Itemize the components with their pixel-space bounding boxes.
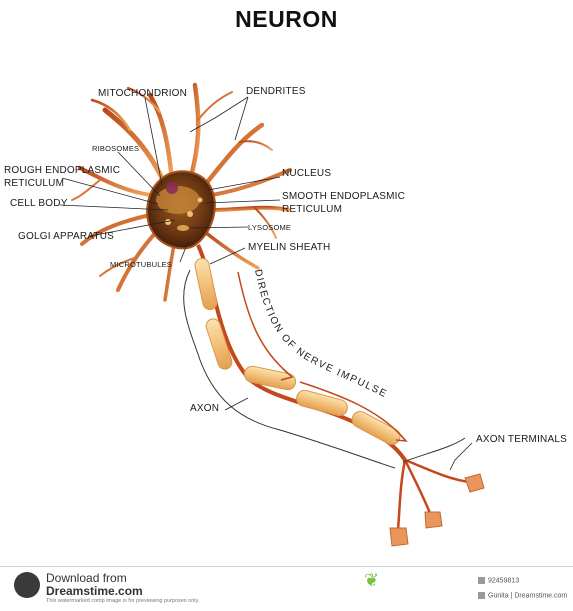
download-icon bbox=[14, 572, 40, 598]
page-title: NEURON bbox=[235, 6, 338, 32]
neuron-diagram: DIRECTION OF NERVE IMPULSE bbox=[59, 82, 485, 547]
smooth-er-label-line2: RETICULUM bbox=[282, 204, 343, 215]
myelin-segments bbox=[194, 257, 401, 445]
cell-body bbox=[146, 170, 216, 250]
smooth-er-label-line1: SMOOTH ENDOPLASMIC bbox=[282, 191, 406, 202]
brackets bbox=[183, 269, 466, 469]
mitochondrion-label: MITOCHONDRION bbox=[98, 88, 188, 99]
watermark-footer bbox=[0, 566, 573, 611]
microtubules-label: MICROTUBULES bbox=[110, 260, 172, 269]
watermark-note: This watermarked comp image is for previ… bbox=[46, 598, 200, 604]
nucleus-label: NUCLEUS bbox=[282, 168, 332, 179]
golgi-label: GOLGI APPARATUS bbox=[18, 231, 114, 242]
image-id: 92459813 bbox=[478, 577, 519, 584]
ribosomes-label: RIBOSOMES bbox=[92, 144, 140, 153]
dendrites bbox=[71, 82, 292, 302]
axon-terminals-label: AXON TERMINALS bbox=[476, 434, 567, 445]
id-square-icon bbox=[478, 577, 485, 584]
leader-lines bbox=[59, 96, 473, 471]
leaf-icon: ❦ bbox=[364, 570, 380, 590]
axon-label: AXON bbox=[190, 403, 220, 414]
rough-er-label-line1: ROUGH ENDOPLASMIC bbox=[4, 165, 121, 176]
direction-arrows bbox=[237, 271, 408, 442]
credit-square-icon bbox=[478, 592, 485, 599]
cell-body-label: CELL BODY bbox=[10, 198, 68, 209]
lysosome-label: LYSOSOME bbox=[248, 223, 292, 232]
site-link[interactable]: Dreamstime.com bbox=[46, 584, 143, 598]
rough-er-label-line2: RETICULUM bbox=[4, 178, 65, 189]
download-text: Download from bbox=[46, 571, 127, 585]
myelin-label: MYELIN SHEATH bbox=[248, 242, 331, 253]
credit: Gunita | Dreamstime.com bbox=[478, 592, 567, 599]
dendrites-label: DENDRITES bbox=[246, 86, 306, 97]
terminal-bulbs bbox=[389, 473, 485, 547]
